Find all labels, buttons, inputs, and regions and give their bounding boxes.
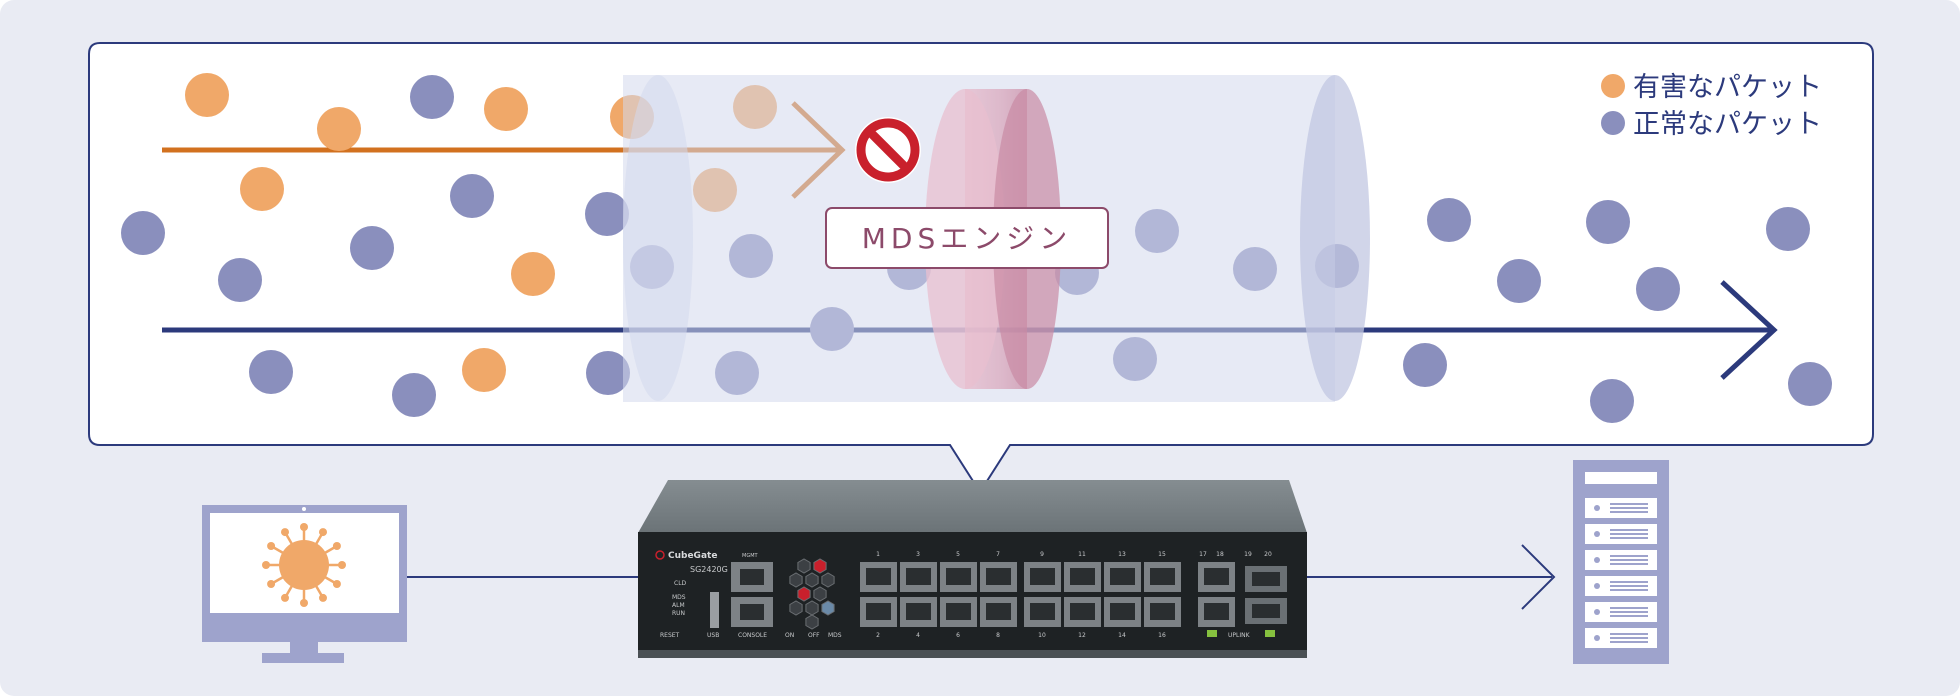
run-label: RUN [672,610,685,617]
usb-port[interactable] [710,592,719,628]
port-number: 11 [1078,551,1086,558]
harmful-packet [484,87,528,131]
port-number: 16 [1158,632,1166,639]
network-appliance: CubeGate SG2420G CLD MDS ALM RUN RESET U… [638,480,1307,658]
alm-label: ALM [672,602,685,609]
normal-packet [1590,379,1634,423]
mds-led-label: MDS [672,594,686,601]
legend-normal-label: 正常なパケット [1633,109,1822,140]
port-number: 17 [1199,551,1207,558]
harmful-packet [462,348,506,392]
normal-packet [1766,207,1810,251]
legend-harmful-swatch [1601,74,1625,98]
legend: 有害なパケット 正常なパケット [1601,72,1822,140]
normal-packet [450,174,494,218]
console-label: CONSOLE [738,632,767,639]
brand-logo: CubeGate [668,551,717,561]
port-number: 3 [916,551,920,558]
port-number: 8 [996,632,1000,639]
port-number: 19 [1244,551,1252,558]
normal-packet [1497,259,1541,303]
server-icon [1573,460,1669,664]
on-label: ON [785,632,794,639]
connection-lines [407,544,1556,610]
model-label: SG2420G [690,565,728,574]
usb-label: USB [707,632,719,639]
normal-packet [1427,198,1471,242]
reset-label: RESET [660,632,680,639]
port-number: 6 [956,632,960,639]
port-number: 2 [876,632,880,639]
harmful-packet [317,107,361,151]
normal-packet [585,192,629,236]
ethernet-ports [860,562,1235,627]
port-number: 5 [956,551,960,558]
port-number: 13 [1118,551,1126,558]
normal-packet [1586,200,1630,244]
harmful-packet [511,252,555,296]
connection-arrow [1521,544,1556,610]
normal-packet [410,75,454,119]
harmful-packet [240,167,284,211]
normal-packet [1636,267,1680,311]
normal-packet [121,211,165,255]
cld-label: CLD [674,580,687,587]
port-number: 9 [1040,551,1044,558]
virus-icon [262,523,346,607]
mds-engine-text: MDSエンジン [862,222,1073,255]
normal-packet [218,258,262,302]
normal-packet [586,351,630,395]
port-number: 15 [1158,551,1166,558]
mds-switch-label: MDS [828,632,842,639]
legend-harmful-label: 有害なパケット [1633,72,1822,103]
port-number: 10 [1038,632,1046,639]
normal-packet [350,226,394,270]
normal-packet [1403,343,1447,387]
legend-normal-swatch [1601,111,1625,135]
infected-pc-icon [202,505,407,663]
port-number: 18 [1216,551,1224,558]
port-number: 7 [996,551,1000,558]
mds-engine-label: MDSエンジン [825,207,1109,269]
port-number: 1 [876,551,880,558]
status-hex-leds [789,558,835,630]
port-number: 4 [916,632,920,639]
port-number: 14 [1118,632,1126,639]
mgmt-label: MGMT [742,553,759,559]
block-icon [855,117,921,183]
off-label: OFF [808,632,820,639]
normal-packet [249,350,293,394]
normal-packet [1788,362,1832,406]
uplink-label: UPLINK [1228,632,1251,639]
brand-logo-mark [655,550,665,560]
port-number: 20 [1264,551,1272,558]
harmful-packet [185,73,229,117]
normal-packet [392,373,436,417]
port-number: 12 [1078,632,1086,639]
